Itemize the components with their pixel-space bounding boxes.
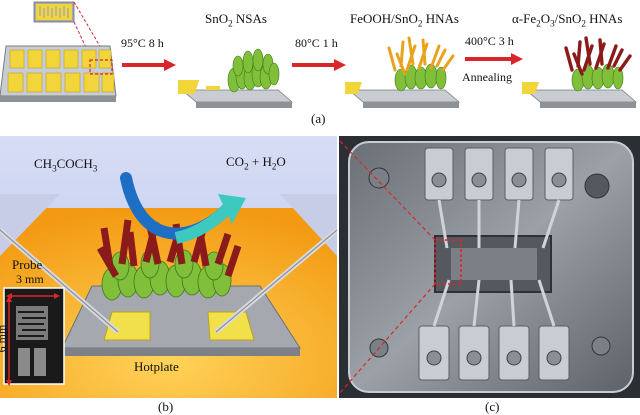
stage1-title: SnO2 NSAs [205, 11, 267, 29]
step3-label-top: 400°C 3 h [465, 34, 514, 48]
stage2-title: FeOOH/SnO2 HNAs [350, 11, 459, 29]
scale-width-label: 3 mm [16, 272, 44, 286]
stage3-title: α-Fe2O3/SnO2 HNAs [512, 11, 623, 29]
scale-height-label: 6 mm [0, 324, 9, 353]
step2-label: 80°C 1 h [295, 36, 338, 50]
probe-station-photo [339, 136, 640, 398]
zoomed-chip-inset [33, 1, 75, 23]
reactant-label: CH3COCH3 [34, 156, 98, 174]
arrow-step3 [465, 53, 523, 65]
panel-c [339, 136, 640, 398]
stage1-device [178, 48, 294, 108]
arrow-step1 [122, 59, 176, 71]
probe-label: Probe [12, 257, 43, 272]
stage2-device [345, 36, 461, 108]
panel-b-caption: (b) [158, 399, 174, 414]
panel-b: CH3COCH3 CO2 + H2O Probe Hotplate 3 mm 6… [0, 136, 337, 398]
panel-a: 95°C 8 h SnO2 NSAs 80°C 1 h FeOOH/SnO2 H… [0, 0, 640, 132]
panel-c-caption: (c) [485, 399, 500, 414]
sensor-schematic [0, 136, 337, 398]
arrow-step2 [292, 59, 346, 71]
chip-array-illustration [0, 1, 117, 102]
hotplate-label: Hotplate [134, 359, 179, 374]
product-label: CO2 + H2O [226, 154, 286, 172]
step1-label: 95°C 8 h [121, 36, 164, 50]
panel-a-caption: (a) [311, 111, 326, 126]
stage3-device [522, 36, 638, 108]
step3-label-bottom: Annealing [462, 70, 512, 84]
